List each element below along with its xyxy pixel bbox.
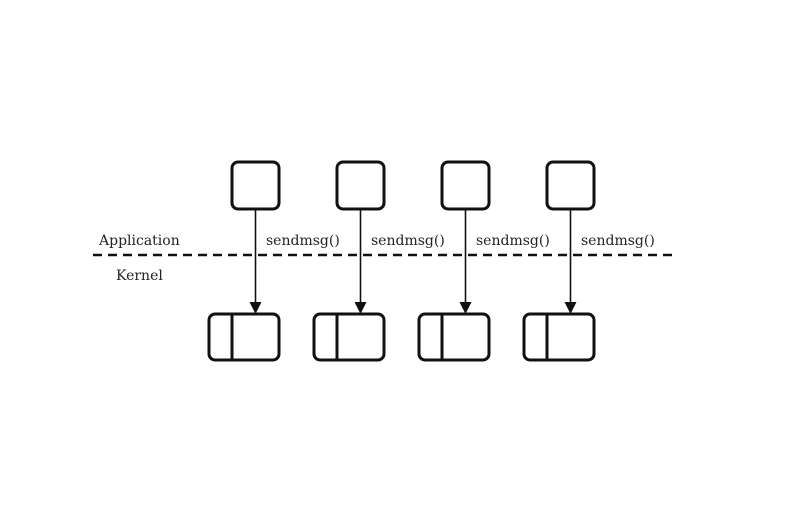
- arrow-head: [354, 302, 367, 314]
- kernel-zone-label: Kernel: [116, 268, 163, 284]
- sendmsg-call-label: sendmsg(): [266, 233, 340, 249]
- kernel-buffer-box: [207, 312, 281, 362]
- arrow-head: [459, 302, 472, 314]
- kernel-buffer-box: [417, 312, 491, 362]
- sendmsg-call-label: sendmsg(): [371, 233, 445, 249]
- sendmsg-call-label: sendmsg(): [476, 233, 550, 249]
- application-buffer-box: [545, 160, 596, 211]
- application-buffer-box: [230, 160, 281, 211]
- arrow-head: [249, 302, 262, 314]
- kernel-buffer-box: [522, 312, 596, 362]
- application-zone-label: Application: [98, 233, 180, 249]
- kernel-buffer-box: [312, 312, 386, 362]
- sendmsg-column: sendmsg(): [312, 160, 445, 362]
- application-buffer-box: [335, 160, 386, 211]
- application-buffer-box: [440, 160, 491, 211]
- sendmsg-column: sendmsg(): [522, 160, 655, 362]
- sendmsg-call-label: sendmsg(): [581, 233, 655, 249]
- sendmsg-column: sendmsg(): [417, 160, 550, 362]
- arrow-head: [564, 302, 577, 314]
- sendmsg-column: sendmsg(): [207, 160, 340, 362]
